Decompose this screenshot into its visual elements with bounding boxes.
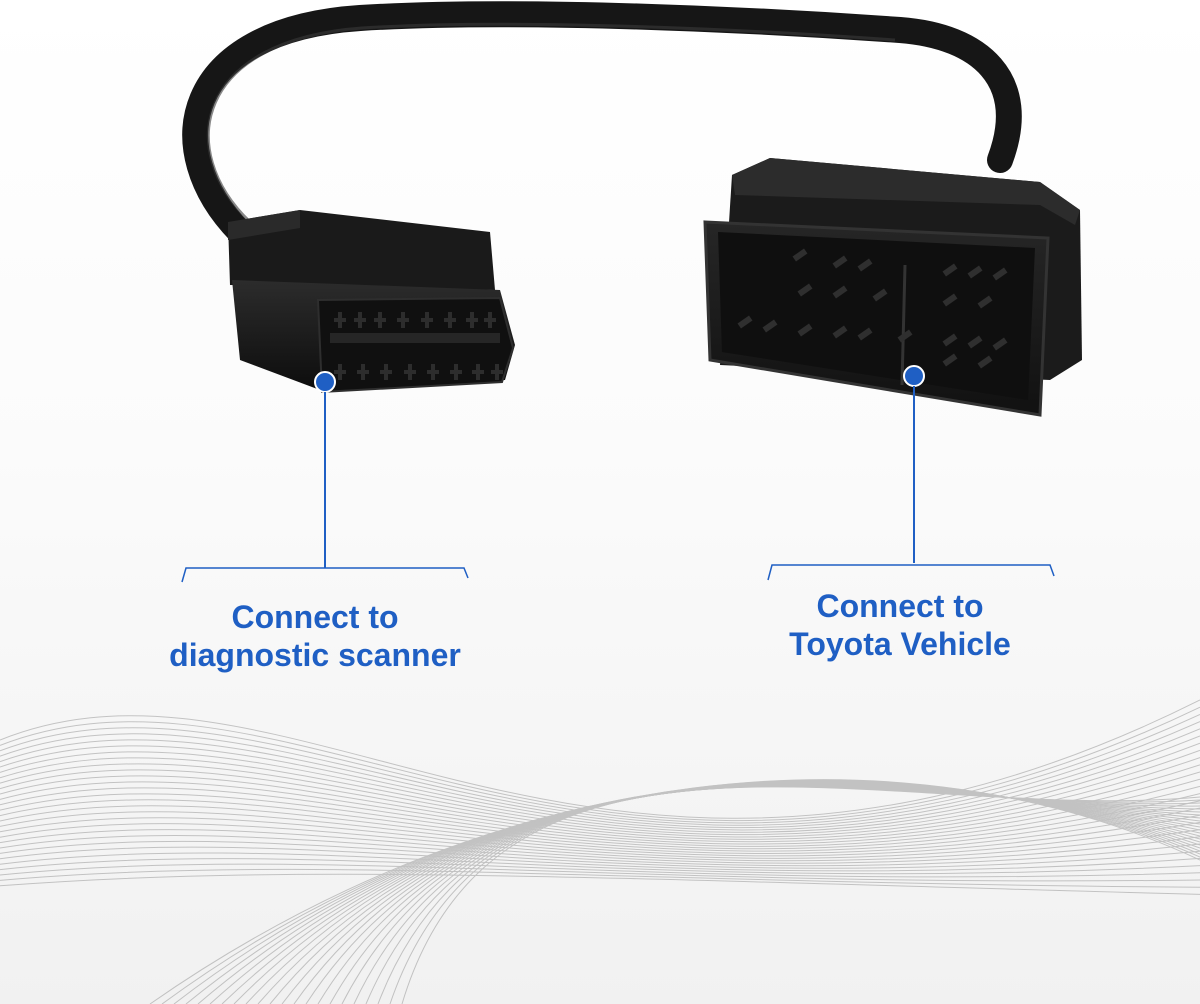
terminal-pin-0 [792, 248, 808, 262]
vehicle-connection-label: Connect to Toyota Vehicle [730, 587, 1070, 663]
callout-right [767, 365, 1055, 581]
terminal-pin-10 [977, 295, 993, 309]
cable [182, 1, 1022, 245]
pin-grid [737, 248, 1008, 369]
terminal-pin-15 [857, 327, 873, 341]
scanner-label-line2: diagnostic scanner [169, 637, 461, 673]
terminal-pin-13 [797, 323, 813, 337]
terminal-pin-7 [832, 285, 848, 299]
scanner-connection-label: Connect to diagnostic scanner [140, 598, 490, 674]
terminal-pin-5 [992, 267, 1008, 281]
terminal-pin-3 [942, 263, 958, 277]
terminal-pin-8 [872, 288, 888, 302]
vehicle-label-line2: Toyota Vehicle [789, 626, 1011, 662]
terminal-pin-12 [762, 319, 778, 333]
terminal-pin-9 [942, 293, 958, 307]
toyota-22pin-connector [703, 158, 1082, 417]
terminal-pin-4 [967, 265, 983, 279]
pin-row-top [334, 312, 496, 328]
terminal-pin-18 [967, 335, 983, 349]
terminal-pin-17 [942, 333, 958, 347]
scanner-label-line1: Connect to [231, 599, 399, 635]
terminal-pin-11 [737, 315, 753, 329]
terminal-pin-6 [797, 283, 813, 297]
terminal-pin-19 [992, 337, 1008, 351]
terminal-pin-14 [832, 325, 848, 339]
vehicle-label-line1: Connect to [816, 588, 984, 624]
pin-row-bottom [334, 364, 503, 380]
obd2-female-connector [228, 210, 515, 394]
terminal-pin-21 [977, 355, 993, 369]
terminal-pin-20 [942, 353, 958, 367]
terminal-pin-1 [832, 255, 848, 269]
terminal-pin-16 [897, 329, 913, 343]
wave-pattern [0, 699, 1200, 1004]
terminal-pin-2 [857, 258, 873, 272]
callout-left [181, 371, 469, 583]
